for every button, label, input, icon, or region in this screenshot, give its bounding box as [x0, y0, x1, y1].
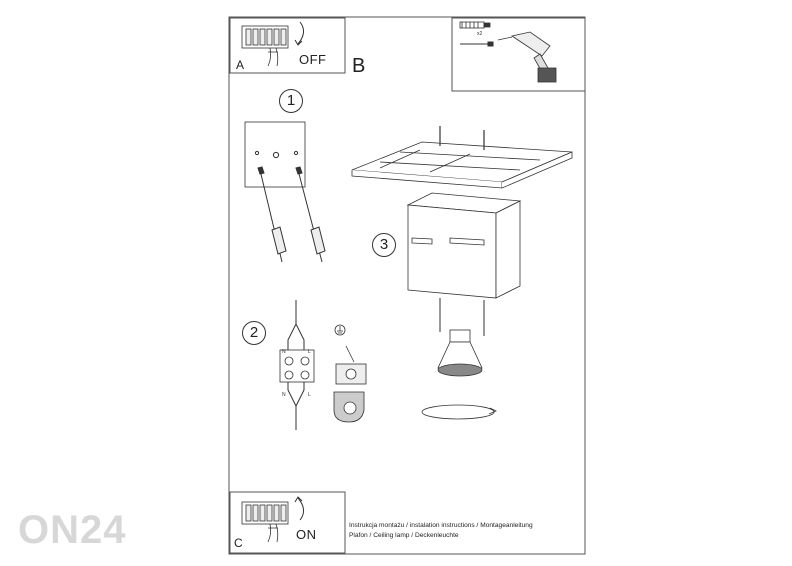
panel-c-frame: [229, 491, 346, 554]
lamp-cube: [406, 192, 522, 299]
caption-line-2: Plafon / Ceiling lamp / Deckenleuchte: [349, 532, 459, 539]
breaker-switch-icon: [241, 501, 289, 525]
hand-icon: [267, 523, 279, 543]
gu10-bulb: [437, 329, 483, 377]
step-1-marker: 1: [279, 89, 303, 113]
panel-a-letter: A: [236, 58, 245, 72]
neutral-label-top: N: [282, 349, 286, 355]
screw-icon: [460, 41, 494, 47]
drill-hole: [254, 150, 260, 156]
step-3-marker: 3: [372, 233, 396, 257]
terminal-block: [279, 349, 315, 383]
neutral-label-bottom: N: [282, 392, 286, 398]
breaker-switch-icon: [241, 25, 289, 49]
panel-c-state: ON: [296, 527, 317, 542]
ground-terminal: [333, 345, 367, 423]
ceiling-mount-plate: [351, 141, 573, 189]
drill-icon: [497, 31, 557, 83]
dowel-multiplier: x2: [477, 31, 483, 37]
mount-bolts: [439, 126, 485, 150]
rotate-arrow-icon: [421, 404, 497, 420]
panel-a-frame: [229, 17, 346, 74]
live-label-top: L: [308, 349, 311, 355]
panel-a-state: OFF: [299, 52, 327, 67]
panel-b-letter: B: [352, 55, 366, 77]
curved-arrow-down-icon: [297, 21, 304, 45]
panel-c-letter: C: [234, 536, 243, 550]
hand-icon: [267, 47, 279, 67]
curved-arrow-up-icon: [297, 497, 304, 521]
caption-line-1: Instrukcja montażu / instalation instruc…: [349, 522, 533, 529]
step-2-marker: 2: [242, 321, 266, 345]
drill-hole: [272, 151, 280, 159]
sheet-frame: [228, 16, 586, 555]
watermark-logo: ON24: [18, 508, 127, 552]
dowel-screw-left: [257, 166, 287, 263]
earth-symbol-icon: [334, 324, 346, 336]
dowel-icon: [459, 21, 491, 29]
fixing-screws: [439, 298, 485, 336]
dowel-screw-right: [295, 166, 326, 263]
instructions-caption: Instrukcja montażu / instalation instruc…: [349, 521, 533, 541]
wire-left: [287, 300, 305, 430]
drill-hole: [293, 150, 299, 156]
live-label-bottom: L: [308, 392, 311, 398]
panel-b-tools-frame: [451, 17, 586, 92]
